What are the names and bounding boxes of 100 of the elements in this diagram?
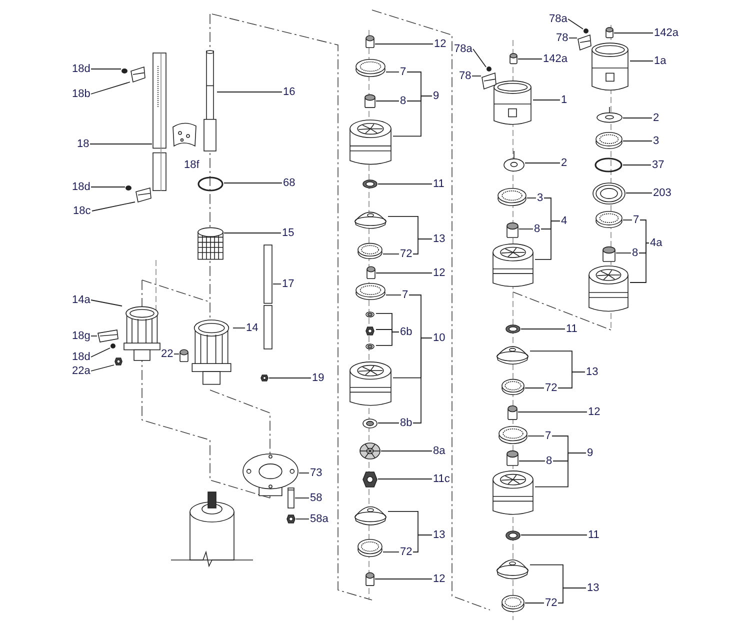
o-ring-drawing (594, 157, 623, 173)
bracket-drawing (97, 329, 119, 343)
screw-drawing (583, 28, 589, 34)
ring-drawing (501, 595, 525, 612)
washer-drawing (365, 311, 375, 318)
impeller-drawing (349, 361, 392, 409)
callout-number: 142a (543, 53, 568, 65)
leader-line (524, 162, 560, 164)
callout-number: 13 (586, 366, 598, 378)
callout-number: 8 (632, 247, 638, 259)
callout-number: 10 (433, 332, 446, 344)
bushing-drawing (364, 94, 376, 108)
ring-drawing (498, 426, 528, 444)
callout-number: 7 (402, 289, 408, 301)
leader-line (558, 372, 586, 388)
nut-drawing (286, 514, 296, 524)
nut-drawing (260, 374, 269, 382)
callout-number: 11 (588, 529, 600, 541)
screw-drawing (121, 68, 128, 74)
callout-number: 58a (310, 513, 328, 525)
callout-number: 72 (400, 546, 412, 558)
screw-drawing (110, 343, 116, 349)
bushing-drawing (366, 266, 376, 279)
o-ring-drawing (197, 176, 224, 192)
callout-number: 12 (433, 573, 446, 585)
ring-drawing (355, 283, 386, 300)
leader-line (378, 478, 432, 480)
bushing-drawing (507, 405, 518, 420)
callout-number: 142a (654, 27, 678, 39)
leader-line (520, 328, 566, 330)
leader-line (518, 228, 534, 230)
ring-drawing (595, 211, 623, 228)
leader-line (380, 450, 432, 452)
callout-number: 18b (72, 88, 90, 100)
callout-number: 8 (534, 223, 540, 235)
ring-drawing (357, 539, 383, 557)
leader-line (378, 422, 400, 424)
spider-drawing (359, 442, 381, 460)
leader-line (90, 348, 110, 358)
callout-number: 12 (434, 38, 446, 50)
leader-line (518, 460, 546, 462)
bracket-drawing (481, 72, 497, 90)
leader-line (374, 578, 432, 580)
wear-ring-drawing (592, 182, 626, 205)
pump-head-drawing (492, 80, 533, 128)
callout-number: 72 (545, 382, 558, 394)
cable-guard-drawing (263, 244, 273, 350)
callout-number: 3 (537, 192, 544, 204)
leader-line (534, 452, 586, 488)
motor-bracket-drawing (122, 305, 162, 361)
callout-number: 14a (72, 294, 90, 306)
stud-drawing (287, 487, 295, 509)
callout-number: 22 (161, 348, 174, 360)
impeller-drawing (492, 470, 534, 518)
callout-number: 18g (72, 330, 90, 342)
leader-line (224, 232, 282, 234)
callout-number: 1a (654, 55, 666, 67)
callout-number: 8b (400, 417, 412, 429)
washer-drawing (365, 343, 375, 350)
leader-line (524, 602, 544, 604)
leader-line (412, 238, 432, 254)
strainer-drawing (197, 227, 224, 261)
screw-drawing (509, 53, 518, 64)
callout-number: 68 (283, 177, 296, 189)
leader-line (90, 186, 126, 188)
callout-number: 7 (545, 430, 552, 442)
callout-number: 13 (433, 529, 446, 541)
callout-number: 11 (433, 178, 444, 190)
leader-line (92, 202, 136, 212)
callout-number: 18d (72, 351, 90, 363)
callout-number: 4a (650, 237, 662, 249)
callout-number: 3 (653, 135, 660, 147)
leader-line (298, 472, 310, 474)
washer-drawing (362, 418, 378, 429)
callout-number: 19 (312, 372, 324, 384)
callout-number: 203 (653, 187, 672, 199)
callout-number: 16 (283, 86, 296, 98)
callout-number: 13 (587, 582, 600, 594)
leader-line (558, 588, 586, 604)
leader-line (376, 332, 400, 346)
shaft-drawing (203, 50, 217, 152)
leader-line (534, 220, 560, 260)
callout-number: 13 (433, 233, 446, 245)
leader-line (614, 32, 654, 34)
nut-drawing (114, 357, 123, 366)
callout-number: 11 (566, 323, 578, 335)
bushing-drawing (365, 35, 375, 48)
leader-line (640, 220, 650, 244)
leader-line (392, 96, 432, 137)
callout-number: 18d (72, 63, 90, 75)
callout-number: 11c (433, 473, 450, 485)
bushing-drawing (506, 450, 519, 466)
callout-number: 78 (459, 70, 472, 82)
callout-number: 58 (310, 492, 322, 504)
leader-line (90, 68, 122, 70)
callout-number: 8 (400, 95, 406, 107)
ring-drawing (355, 59, 386, 77)
bushing-drawing (506, 222, 519, 238)
bracket-drawing (130, 66, 146, 83)
leader-line (626, 192, 652, 194)
